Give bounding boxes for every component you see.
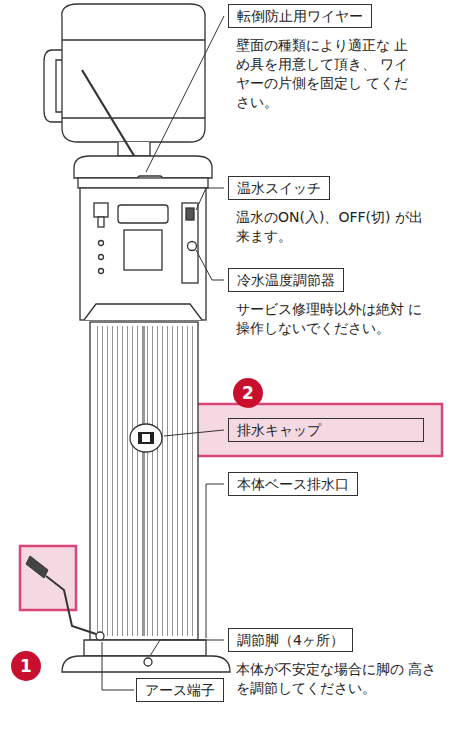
machine-body — [80, 188, 206, 320]
callout-circle — [11, 651, 41, 681]
label-heading: 転倒防止用ワイヤー — [228, 4, 372, 28]
label-box: 本体ベース排水口 — [228, 472, 428, 496]
label-heading: 排水キャップ — [228, 418, 424, 442]
callout-circle — [233, 378, 263, 408]
label-description: 本体が不安定な場合に脚の 高さを調節してください。 — [236, 660, 448, 698]
leader-line — [102, 16, 224, 690]
machine-base — [62, 632, 230, 672]
label-box: 冷水温度調節器サービス修理時以外は絶対 に操作しないでください。 — [228, 268, 428, 338]
label-box: 排水キャップ — [228, 418, 428, 442]
drain-cap — [130, 424, 162, 452]
callout-number: 1 — [20, 658, 32, 675]
cold-water-thermostat — [188, 242, 197, 251]
label-description: サービス修理時以外は絶対 に操作しないでください。 — [236, 300, 428, 338]
label-heading: 本体ベース排水口 — [228, 472, 358, 496]
label-heading: 調節脚（4ヶ所） — [228, 628, 353, 652]
label-box: アース端子 — [136, 678, 256, 702]
earth-terminal — [96, 632, 104, 640]
adjustable-foot — [144, 658, 152, 666]
machine-top — [74, 156, 212, 188]
grille-fins — [94, 326, 194, 636]
callout-number: 2 — [242, 385, 254, 402]
earth-cord — [26, 556, 96, 634]
label-heading: アース端子 — [136, 678, 224, 702]
hot-water-switch — [186, 208, 194, 220]
label-box: 調節脚（4ヶ所） 本体が不安定な場合に脚の 高さを調節してください。 — [228, 628, 448, 698]
machine-grille — [90, 322, 198, 640]
label-box: 転倒防止用ワイヤー壁面の種類により適正な 止め具を用意して頂き、 ワイヤーの片側… — [228, 4, 418, 112]
label-heading: 冷水温度調節器 — [228, 268, 344, 292]
label-description: 温水のON(入)、OFF(切) が出来ます。 — [236, 208, 428, 246]
label-box: 温水スイッチ温水のON(入)、OFF(切) が出来ます。 — [228, 176, 428, 246]
water-bottle — [44, 4, 205, 156]
label-heading: 温水スイッチ — [228, 176, 330, 200]
label-description: 壁面の種類により適正な 止め具を用意して頂き、 ワイヤーの片側を固定し てくださ… — [236, 36, 418, 112]
grille-divider — [144, 326, 145, 636]
